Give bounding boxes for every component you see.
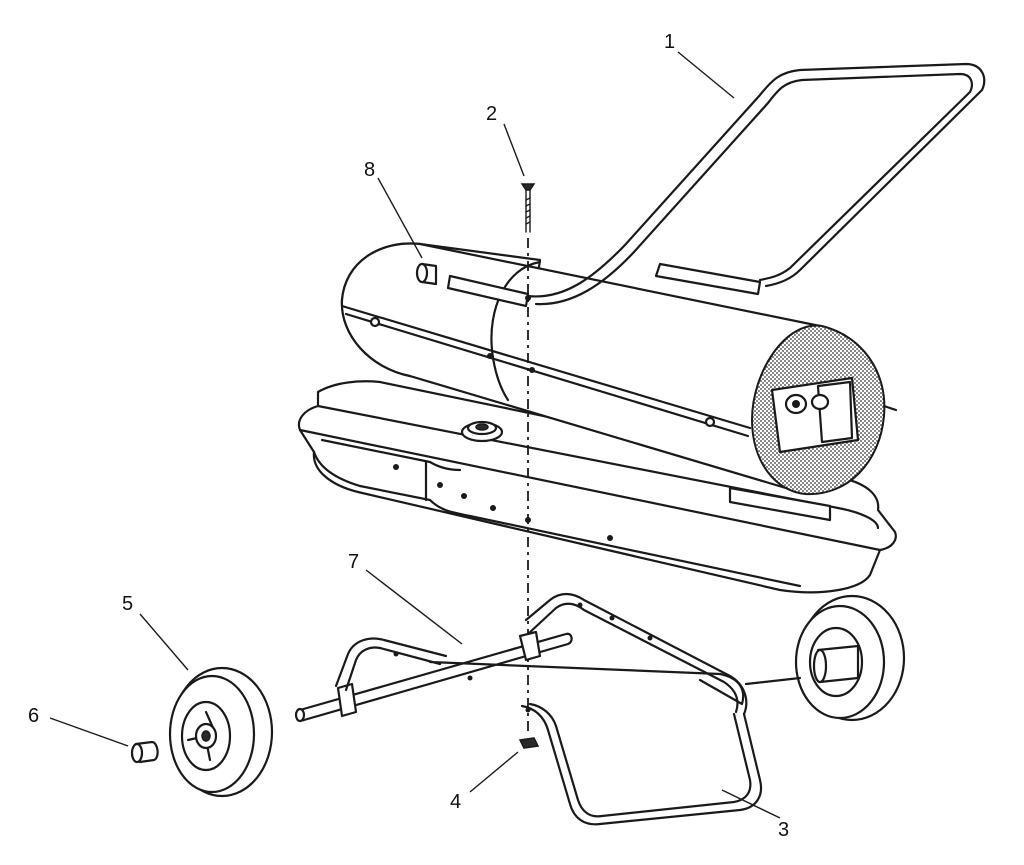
heater-housing xyxy=(340,242,898,496)
wheel-right xyxy=(744,594,906,722)
callout-3: 3 xyxy=(778,819,789,841)
leader-5 xyxy=(139,613,189,671)
nut xyxy=(518,737,540,749)
callout-7: 7 xyxy=(348,551,359,573)
callout-labels: 1 2 3 4 5 6 7 8 xyxy=(28,31,789,841)
leader-3 xyxy=(721,789,781,819)
handle xyxy=(446,62,986,308)
callout-8: 8 xyxy=(364,159,375,181)
callout-2: 2 xyxy=(486,103,497,125)
end-plug xyxy=(415,262,438,286)
axle xyxy=(294,630,573,723)
fuel-tank-base xyxy=(297,380,897,594)
callout-6: 6 xyxy=(28,705,39,727)
leader-2 xyxy=(503,123,525,177)
callout-5: 5 xyxy=(122,593,133,615)
callout-1: 1 xyxy=(664,31,675,53)
leader-1 xyxy=(677,51,735,99)
frame xyxy=(334,592,763,826)
leader-4 xyxy=(469,751,519,793)
bolt xyxy=(520,183,536,233)
leader-6 xyxy=(49,717,129,747)
callout-4: 4 xyxy=(450,791,461,813)
leader-lines xyxy=(49,51,781,819)
wheel-left xyxy=(168,666,274,798)
leader-8 xyxy=(377,177,423,259)
leader-7 xyxy=(365,569,463,645)
wheel-cap xyxy=(130,740,159,764)
